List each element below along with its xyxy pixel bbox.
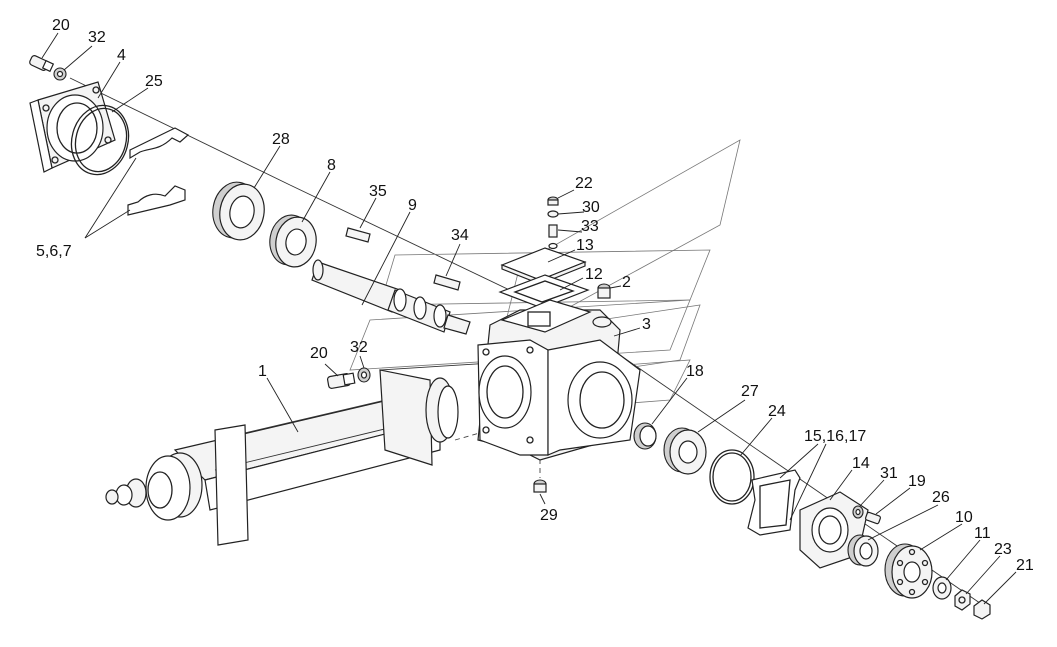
callout-28: 28 bbox=[272, 131, 290, 148]
shim-parts-15-16-17 bbox=[747, 469, 801, 536]
shim-parts-5-6-7 bbox=[127, 127, 190, 216]
axle-tube-part-1 bbox=[105, 369, 459, 546]
hub-flange-part-10 bbox=[884, 543, 933, 599]
o-ring-part-24 bbox=[709, 449, 755, 505]
callout-24: 24 bbox=[768, 403, 786, 420]
callout-27: 27 bbox=[741, 383, 759, 400]
bearing-part-28 bbox=[212, 181, 265, 241]
callout-5-6-7: 5,6,7 bbox=[36, 243, 72, 260]
callout-35: 35 bbox=[369, 183, 387, 200]
callout-11: 11 bbox=[974, 525, 991, 542]
callout-20-top: 20 bbox=[52, 17, 70, 34]
callout-2: 2 bbox=[622, 274, 631, 291]
callout-15-16-17: 15,16,17 bbox=[804, 428, 866, 445]
callout-30: 30 bbox=[582, 199, 600, 216]
callout-23: 23 bbox=[994, 541, 1012, 558]
callout-32-top: 32 bbox=[88, 29, 106, 46]
callout-29: 29 bbox=[540, 507, 558, 524]
callout-1: 1 bbox=[258, 363, 267, 380]
callout-13: 13 bbox=[576, 237, 594, 254]
o-ring-part-25 bbox=[70, 104, 130, 176]
callout-20-middle: 20 bbox=[310, 345, 328, 362]
seal-part-8 bbox=[269, 214, 317, 268]
callout-33: 33 bbox=[581, 218, 599, 235]
callout-9: 9 bbox=[408, 197, 417, 214]
callout-25: 25 bbox=[145, 73, 163, 90]
seal-part-26 bbox=[847, 534, 879, 567]
ring-part-18 bbox=[633, 422, 657, 450]
gasket-part-12 bbox=[498, 274, 590, 309]
callout-14: 14 bbox=[852, 455, 870, 472]
bolt-part-19 bbox=[865, 511, 881, 525]
bolt-part-20-middle bbox=[327, 372, 356, 389]
callout-18: 18 bbox=[686, 363, 704, 380]
gearbox-housing-part-3 bbox=[477, 299, 641, 461]
cap-nut-part-21 bbox=[973, 599, 991, 620]
callout-12: 12 bbox=[585, 266, 603, 283]
drain-plug-part-29 bbox=[533, 479, 547, 493]
screw-part-33 bbox=[548, 224, 558, 250]
washer-part-11 bbox=[932, 576, 952, 600]
shaft-part-9 bbox=[311, 259, 471, 335]
callout-26: 26 bbox=[932, 489, 950, 506]
flange-cover-part-4 bbox=[29, 81, 116, 173]
callout-19: 19 bbox=[908, 473, 926, 490]
callout-3: 3 bbox=[642, 316, 651, 333]
bolt-part-20-top bbox=[29, 55, 55, 73]
key-part-34 bbox=[433, 274, 461, 291]
callout-10: 10 bbox=[955, 509, 973, 526]
callout-22: 22 bbox=[575, 175, 593, 192]
washer-part-32-middle bbox=[357, 367, 371, 383]
key-part-35 bbox=[345, 227, 371, 243]
breather-part-2 bbox=[597, 283, 611, 299]
callout-21: 21 bbox=[1016, 557, 1034, 574]
washer-part-32-top bbox=[53, 67, 67, 81]
washer-part-31 bbox=[852, 505, 864, 519]
callout-8: 8 bbox=[327, 157, 336, 174]
callout-34: 34 bbox=[451, 227, 469, 244]
plug-part-22 bbox=[547, 196, 559, 206]
callout-31: 31 bbox=[880, 465, 898, 482]
callout-labels: 20 32 4 25 28 8 35 9 34 22 30 33 13 12 2… bbox=[36, 17, 1034, 574]
leader-lines bbox=[41, 32, 1017, 605]
nut-part-23 bbox=[954, 589, 971, 611]
callout-4: 4 bbox=[117, 47, 126, 64]
washer-part-30 bbox=[547, 210, 559, 218]
bearing-part-27 bbox=[663, 427, 707, 475]
callout-32-middle: 32 bbox=[350, 339, 368, 356]
